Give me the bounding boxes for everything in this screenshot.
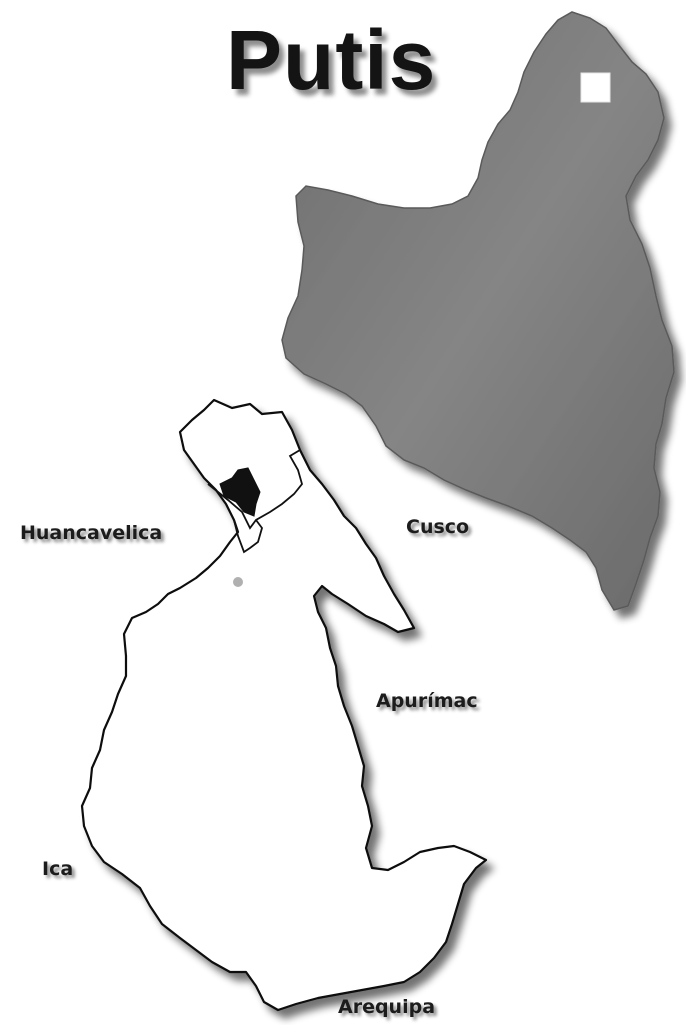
putis-district-inset (281, 11, 675, 611)
map-title: Putis (226, 13, 437, 107)
town-dot (233, 577, 243, 587)
label-arequipa: Arequipa (338, 996, 436, 1018)
province-boundary (207, 449, 303, 530)
ayacucho-department-outline (80, 398, 488, 1012)
label-apurimac: Apurímac (376, 690, 478, 712)
label-ica: Ica (42, 858, 74, 880)
province-boundary (233, 519, 263, 554)
putis-district-highlight (219, 467, 261, 517)
label-huancavelica: Huancavelica (20, 522, 163, 544)
locator-marker (580, 72, 611, 103)
label-cusco: Cusco (406, 516, 470, 538)
